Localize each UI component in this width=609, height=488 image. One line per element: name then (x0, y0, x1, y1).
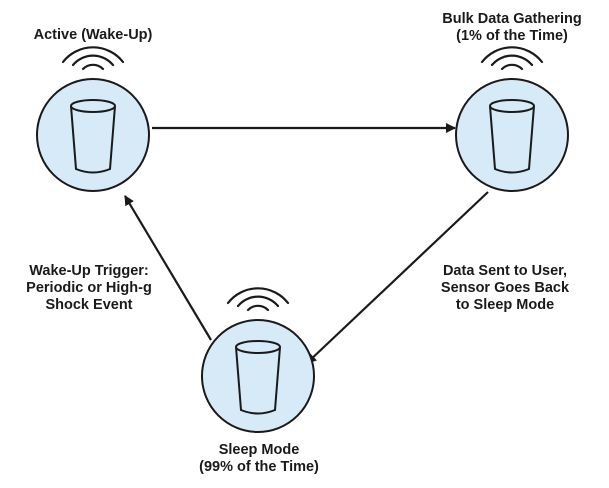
label-line: Wake-Up Trigger: (29, 263, 149, 279)
edge-label-sleep-to-active: Wake-Up Trigger: Periodic or High-g Shoc… (4, 263, 174, 314)
label-line: Active (Wake-Up) (33, 27, 153, 43)
node-label-bulk: Bulk Data Gathering (1% of the Time) (427, 11, 597, 45)
label-line: Data Sent to User, (442, 263, 568, 279)
label-line: Sleep Mode (218, 442, 300, 458)
node-bulk (455, 46, 569, 192)
arrow-sleep-to-active (124, 195, 212, 341)
wireless-signal-icon (480, 46, 544, 71)
label-line: (1% of the Time) (456, 28, 568, 44)
label-line: to Sleep Mode (455, 297, 555, 313)
node-label-sleep: Sleep Mode (99% of the Time) (174, 442, 344, 476)
label-line: Bulk Data Gathering (442, 11, 582, 27)
label-line: Sensor Goes Back (440, 280, 570, 296)
node-sleep (201, 287, 315, 433)
node-label-active: Active (Wake-Up) (13, 27, 173, 44)
label-line: Periodic or High-g (26, 280, 152, 296)
sensor-icon (70, 99, 116, 174)
wireless-signal-icon (226, 287, 290, 312)
node-active (36, 46, 150, 192)
sensor-icon (489, 99, 535, 174)
label-line: (99% of the Time) (199, 459, 319, 475)
wireless-signal-icon (61, 46, 125, 71)
edge-label-bulk-to-sleep: Data Sent to User, Sensor Goes Back to S… (420, 263, 590, 314)
label-line: Shock Event (45, 297, 133, 313)
arrow-bulk-to-sleep (306, 191, 489, 364)
sensor-icon (235, 340, 281, 415)
